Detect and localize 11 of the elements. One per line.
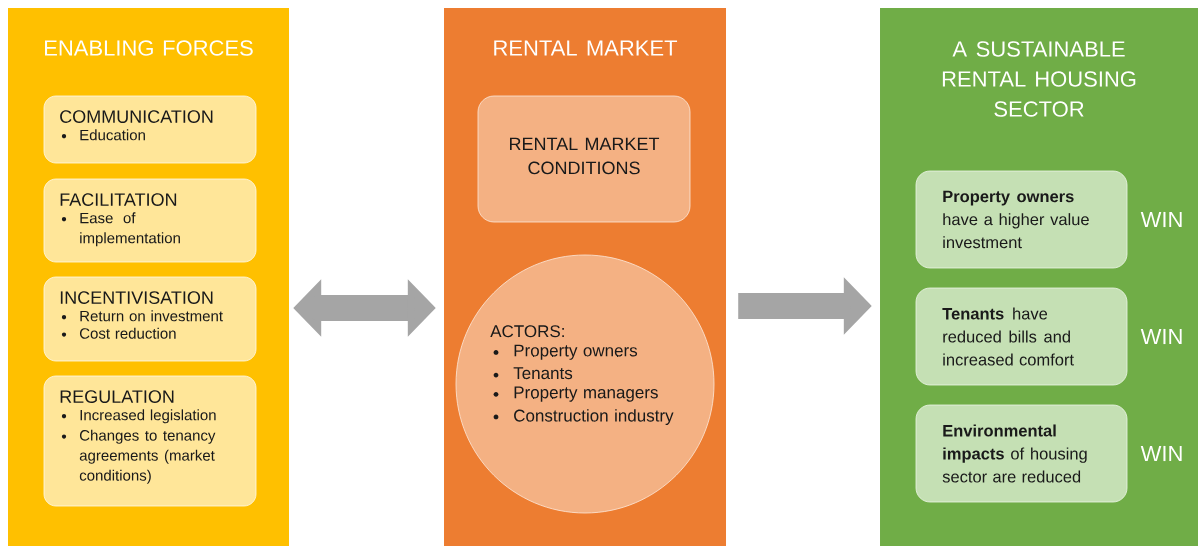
rounded-box: Tenants have reduced bills and increased comfort WIN [915, 287, 1182, 386]
node-label: WIN [1140, 328, 1182, 345]
rounded-box: FACILITATION Ease of implementation [43, 178, 257, 263]
node-label: WIN [1140, 445, 1182, 462]
rounded-box: REGULATION Increased legislation Changes to tenancy agreements (market conditions) [43, 375, 257, 507]
rounded-box: COMMUNICATION Education [43, 95, 257, 164]
node-label: WIN [1140, 211, 1182, 228]
rounded-box: INCENTIVISATION Return on investment Cost reduction [43, 276, 257, 362]
rounded-box: RENTAL MARKET CONDITIONS [477, 95, 691, 223]
rounded-box: Environmental impacts of housing sector are reduced WIN [915, 404, 1182, 503]
rounded-box: Property owners have a higher value investment WIN [915, 170, 1182, 269]
